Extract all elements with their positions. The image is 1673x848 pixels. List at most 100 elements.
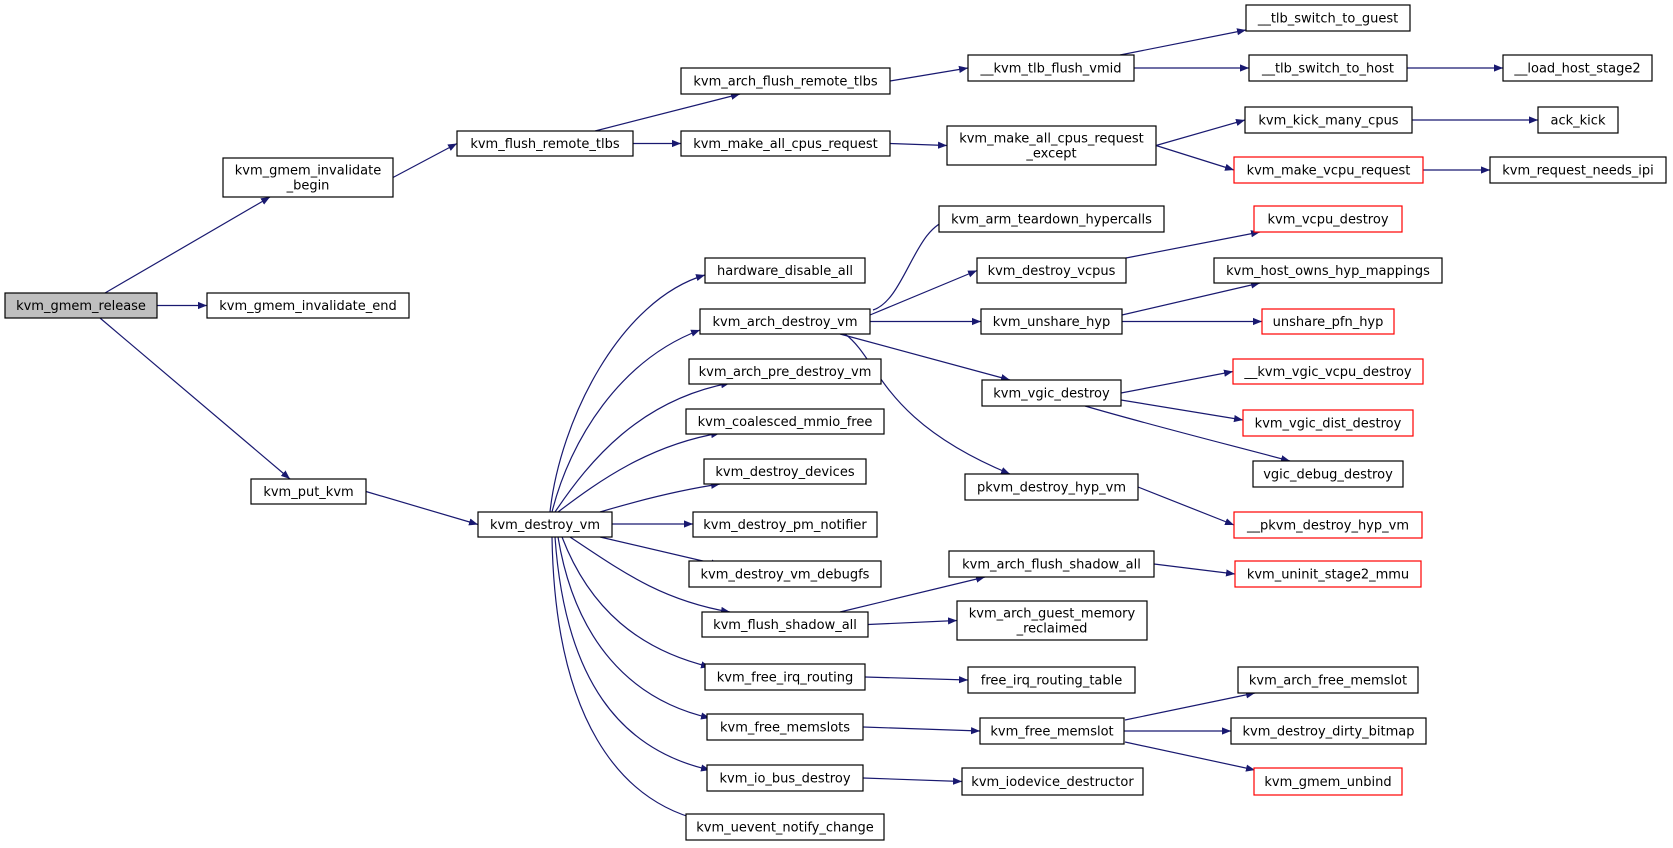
node-kvm-arch-flush-remote-tlbs[interactable]: kvm_arch_flush_remote_tlbs bbox=[680, 67, 891, 95]
node-kvm-uevent-notify-change[interactable]: kvm_uevent_notify_change bbox=[685, 813, 885, 841]
edge-kvm_arch_destroy_vm-to-kvm_destroy_vcpus bbox=[869, 269, 978, 316]
node-box bbox=[979, 717, 1125, 745]
node-kvm-arch-destroy-vm[interactable]: kvm_arch_destroy_vm bbox=[699, 308, 871, 335]
node-kvm-destroy-dirty-bitmap[interactable]: kvm_destroy_dirty_bitmap bbox=[1230, 717, 1427, 745]
edge-kvm_gmem_release-to-kvm_put_kvm bbox=[99, 317, 291, 480]
node-label: kvm_io_bus_destroy bbox=[719, 772, 850, 787]
node-kvm-make-all-cpus-request-except[interactable]: kvm_make_all_cpus_request_except bbox=[946, 125, 1157, 166]
node-label: kvm_flush_shadow_all bbox=[713, 618, 857, 633]
node-label: kvm_destroy_dirty_bitmap bbox=[1242, 725, 1414, 740]
node---load-host-stage2[interactable]: __load_host_stage2 bbox=[1502, 54, 1653, 82]
node-kvm-gmem-invalidate-end[interactable]: kvm_gmem_invalidate_end bbox=[206, 292, 410, 319]
node---tlb-switch-to-host[interactable]: __tlb_switch_to_host bbox=[1248, 54, 1408, 82]
node-kvm-uninit-stage2-mmu[interactable]: kvm_uninit_stage2_mmu bbox=[1234, 560, 1422, 588]
edge-kvm_destroy_vcpus-to-kvm_vcpu_destroy bbox=[1125, 230, 1261, 259]
node-kvm-arch-flush-shadow-all[interactable]: kvm_arch_flush_shadow_all bbox=[948, 550, 1155, 578]
node-box bbox=[1502, 54, 1653, 82]
node-kvm-free-irq-routing[interactable]: kvm_free_irq_routing bbox=[704, 663, 866, 691]
node-kvm-coalesced-mmio-free[interactable]: kvm_coalesced_mmio_free bbox=[685, 408, 885, 435]
node-vgic-debug-destroy[interactable]: vgic_debug_destroy bbox=[1252, 460, 1404, 488]
node-box bbox=[685, 408, 885, 435]
edges-layer bbox=[99, 28, 1538, 822]
node-kvm-destroy-vm[interactable]: kvm_destroy_vm bbox=[477, 511, 613, 538]
edge-kvm_free_memslot-to-kvm_arch_free_memslot bbox=[1124, 691, 1256, 721]
node-kvm-make-all-cpus-request[interactable]: kvm_make_all_cpus_request bbox=[680, 130, 891, 157]
node-kvm-gmem-release[interactable]: kvm_gmem_release bbox=[4, 292, 158, 319]
edge-kvm_io_bus_destroy-to-kvm_iodevice_destructor bbox=[862, 777, 963, 785]
node-box bbox=[1253, 205, 1403, 233]
node-box bbox=[688, 358, 882, 385]
node-label: kvm_uninit_stage2_mmu bbox=[1247, 568, 1409, 583]
node-kvm-iodevice-destructor[interactable]: kvm_iodevice_destructor bbox=[961, 767, 1144, 796]
node-kvm-destroy-devices[interactable]: kvm_destroy_devices bbox=[703, 458, 867, 485]
edge-kvm_free_memslots-to-kvm_free_memslot bbox=[862, 726, 981, 735]
node-unshare-pfn-hyp[interactable]: unshare_pfn_hyp bbox=[1261, 308, 1395, 335]
node-kvm-arm-teardown-hypercalls[interactable]: kvm_arm_teardown_hypercalls bbox=[938, 205, 1165, 233]
node-kvm-vgic-dist-destroy[interactable]: kvm_vgic_dist_destroy bbox=[1242, 409, 1414, 437]
node-kvm-arch-guest-memory-reclaimed[interactable]: kvm_arch_guest_memory_reclaimed bbox=[956, 600, 1148, 641]
node-kvm-destroy-vm-debugfs[interactable]: kvm_destroy_vm_debugfs bbox=[688, 560, 882, 588]
node-kvm-gmem-invalidate-begin[interactable]: kvm_gmem_invalidate_begin bbox=[222, 157, 394, 198]
node-box bbox=[964, 473, 1139, 501]
node-box bbox=[1253, 767, 1403, 796]
node-kvm-free-memslots[interactable]: kvm_free_memslots bbox=[706, 713, 864, 741]
node-box bbox=[1245, 4, 1411, 32]
node-kvm-arch-free-memslot[interactable]: kvm_arch_free_memslot bbox=[1237, 666, 1419, 694]
node-kvm-make-vcpu-request[interactable]: kvm_make_vcpu_request bbox=[1233, 156, 1424, 184]
node-box bbox=[706, 713, 864, 741]
node-box bbox=[680, 130, 891, 157]
node-kvm-vcpu-destroy[interactable]: kvm_vcpu_destroy bbox=[1253, 205, 1403, 233]
node-label: kvm_gmem_unbind bbox=[1264, 775, 1391, 790]
node-free-irq-routing-table[interactable]: free_irq_routing_table bbox=[967, 666, 1136, 694]
node---kvm-vgic-vcpu-destroy[interactable]: __kvm_vgic_vcpu_destroy bbox=[1232, 358, 1424, 385]
node-kvm-gmem-unbind[interactable]: kvm_gmem_unbind bbox=[1253, 767, 1403, 796]
node-label: kvm_arch_pre_destroy_vm bbox=[699, 365, 872, 380]
node-ack-kick[interactable]: ack_kick bbox=[1537, 106, 1619, 134]
node-kvm-vgic-destroy[interactable]: kvm_vgic_destroy bbox=[981, 379, 1122, 407]
node-box bbox=[938, 205, 1165, 233]
node-kvm-request-needs-ipi[interactable]: kvm_request_needs_ipi bbox=[1489, 156, 1667, 184]
node-box bbox=[477, 511, 613, 538]
node---tlb-switch-to-guest[interactable]: __tlb_switch_to_guest bbox=[1245, 4, 1411, 32]
node-label: kvm_uevent_notify_change bbox=[696, 821, 873, 836]
node-label: kvm_put_kvm bbox=[263, 485, 353, 500]
edge-kvm_destroy_vm-to-kvm_free_memslots bbox=[557, 536, 711, 720]
node-kvm-arch-pre-destroy-vm[interactable]: kvm_arch_pre_destroy_vm bbox=[688, 358, 882, 385]
node-box bbox=[1252, 460, 1404, 488]
node-kvm-host-owns-hyp-mappings[interactable]: kvm_host_owns_hyp_mappings bbox=[1213, 257, 1443, 284]
node-kvm-unshare-hyp[interactable]: kvm_unshare_hyp bbox=[980, 308, 1123, 335]
node-box bbox=[704, 257, 866, 284]
node-kvm-flush-remote-tlbs[interactable]: kvm_flush_remote_tlbs bbox=[456, 130, 634, 157]
node-kvm-free-memslot[interactable]: kvm_free_memslot bbox=[979, 717, 1125, 745]
node-label: kvm_arch_guest_memory bbox=[969, 607, 1136, 622]
node-hardware-disable-all[interactable]: hardware_disable_all bbox=[704, 257, 866, 284]
node-box bbox=[1537, 106, 1619, 134]
edge-kvm_gmem_release-to-kvm_gmem_invalidate_begin bbox=[104, 196, 271, 294]
node-label: kvm_arch_flush_remote_tlbs bbox=[693, 75, 877, 90]
edge-kvm_destroy_vm-to-kvm_uevent_notify_change bbox=[551, 536, 701, 822]
edge-kvm_destroy_vm-to-kvm_destroy_devices bbox=[599, 481, 721, 513]
node-label: kvm_arch_flush_shadow_all bbox=[962, 558, 1141, 573]
nodes-layer: kvm_gmem_release kvm_gmem_invalidate_begi… bbox=[4, 4, 1667, 841]
node-box bbox=[206, 292, 410, 319]
node-box bbox=[946, 125, 1157, 166]
node-kvm-destroy-vcpus[interactable]: kvm_destroy_vcpus bbox=[976, 257, 1127, 284]
node-box bbox=[1234, 560, 1422, 588]
edge-kvm_destroy_vm-to-kvm_arch_pre_destroy_vm bbox=[554, 381, 731, 513]
edge-kvm_arch_flush_shadow_all-to-kvm_uninit_stage2_mmu bbox=[1153, 563, 1236, 577]
node-label: kvm_kick_many_cpus bbox=[1258, 114, 1398, 129]
edge-kvm_free_memslot-to-kvm_gmem_unbind bbox=[1124, 741, 1256, 772]
node-kvm-io-bus-destroy[interactable]: kvm_io_bus_destroy bbox=[706, 764, 864, 792]
node-kvm-destroy-pm-notifier[interactable]: kvm_destroy_pm_notifier bbox=[692, 511, 878, 538]
node-label: kvm_host_owns_hyp_mappings bbox=[1226, 264, 1430, 279]
node-kvm-flush-shadow-all[interactable]: kvm_flush_shadow_all bbox=[701, 611, 869, 638]
node-box bbox=[961, 767, 1144, 796]
edge-kvm_arch_flush_remote_tlbs-to-__kvm_tlb_flush_vmid bbox=[889, 65, 969, 82]
node-pkvm-destroy-hyp-vm[interactable]: pkvm_destroy_hyp_vm bbox=[964, 473, 1139, 501]
node-box bbox=[685, 813, 885, 841]
node-kvm-put-kvm[interactable]: kvm_put_kvm bbox=[250, 478, 367, 505]
node---pkvm-destroy-hyp-vm[interactable]: __pkvm_destroy_hyp_vm bbox=[1233, 511, 1423, 539]
node-kvm-kick-many-cpus[interactable]: kvm_kick_many_cpus bbox=[1244, 106, 1413, 134]
edge-pkvm_destroy_hyp_vm-to-__pkvm_destroy_hyp_vm bbox=[1137, 486, 1235, 526]
node---kvm-tlb-flush-vmid[interactable]: __kvm_tlb_flush_vmid bbox=[967, 54, 1135, 82]
